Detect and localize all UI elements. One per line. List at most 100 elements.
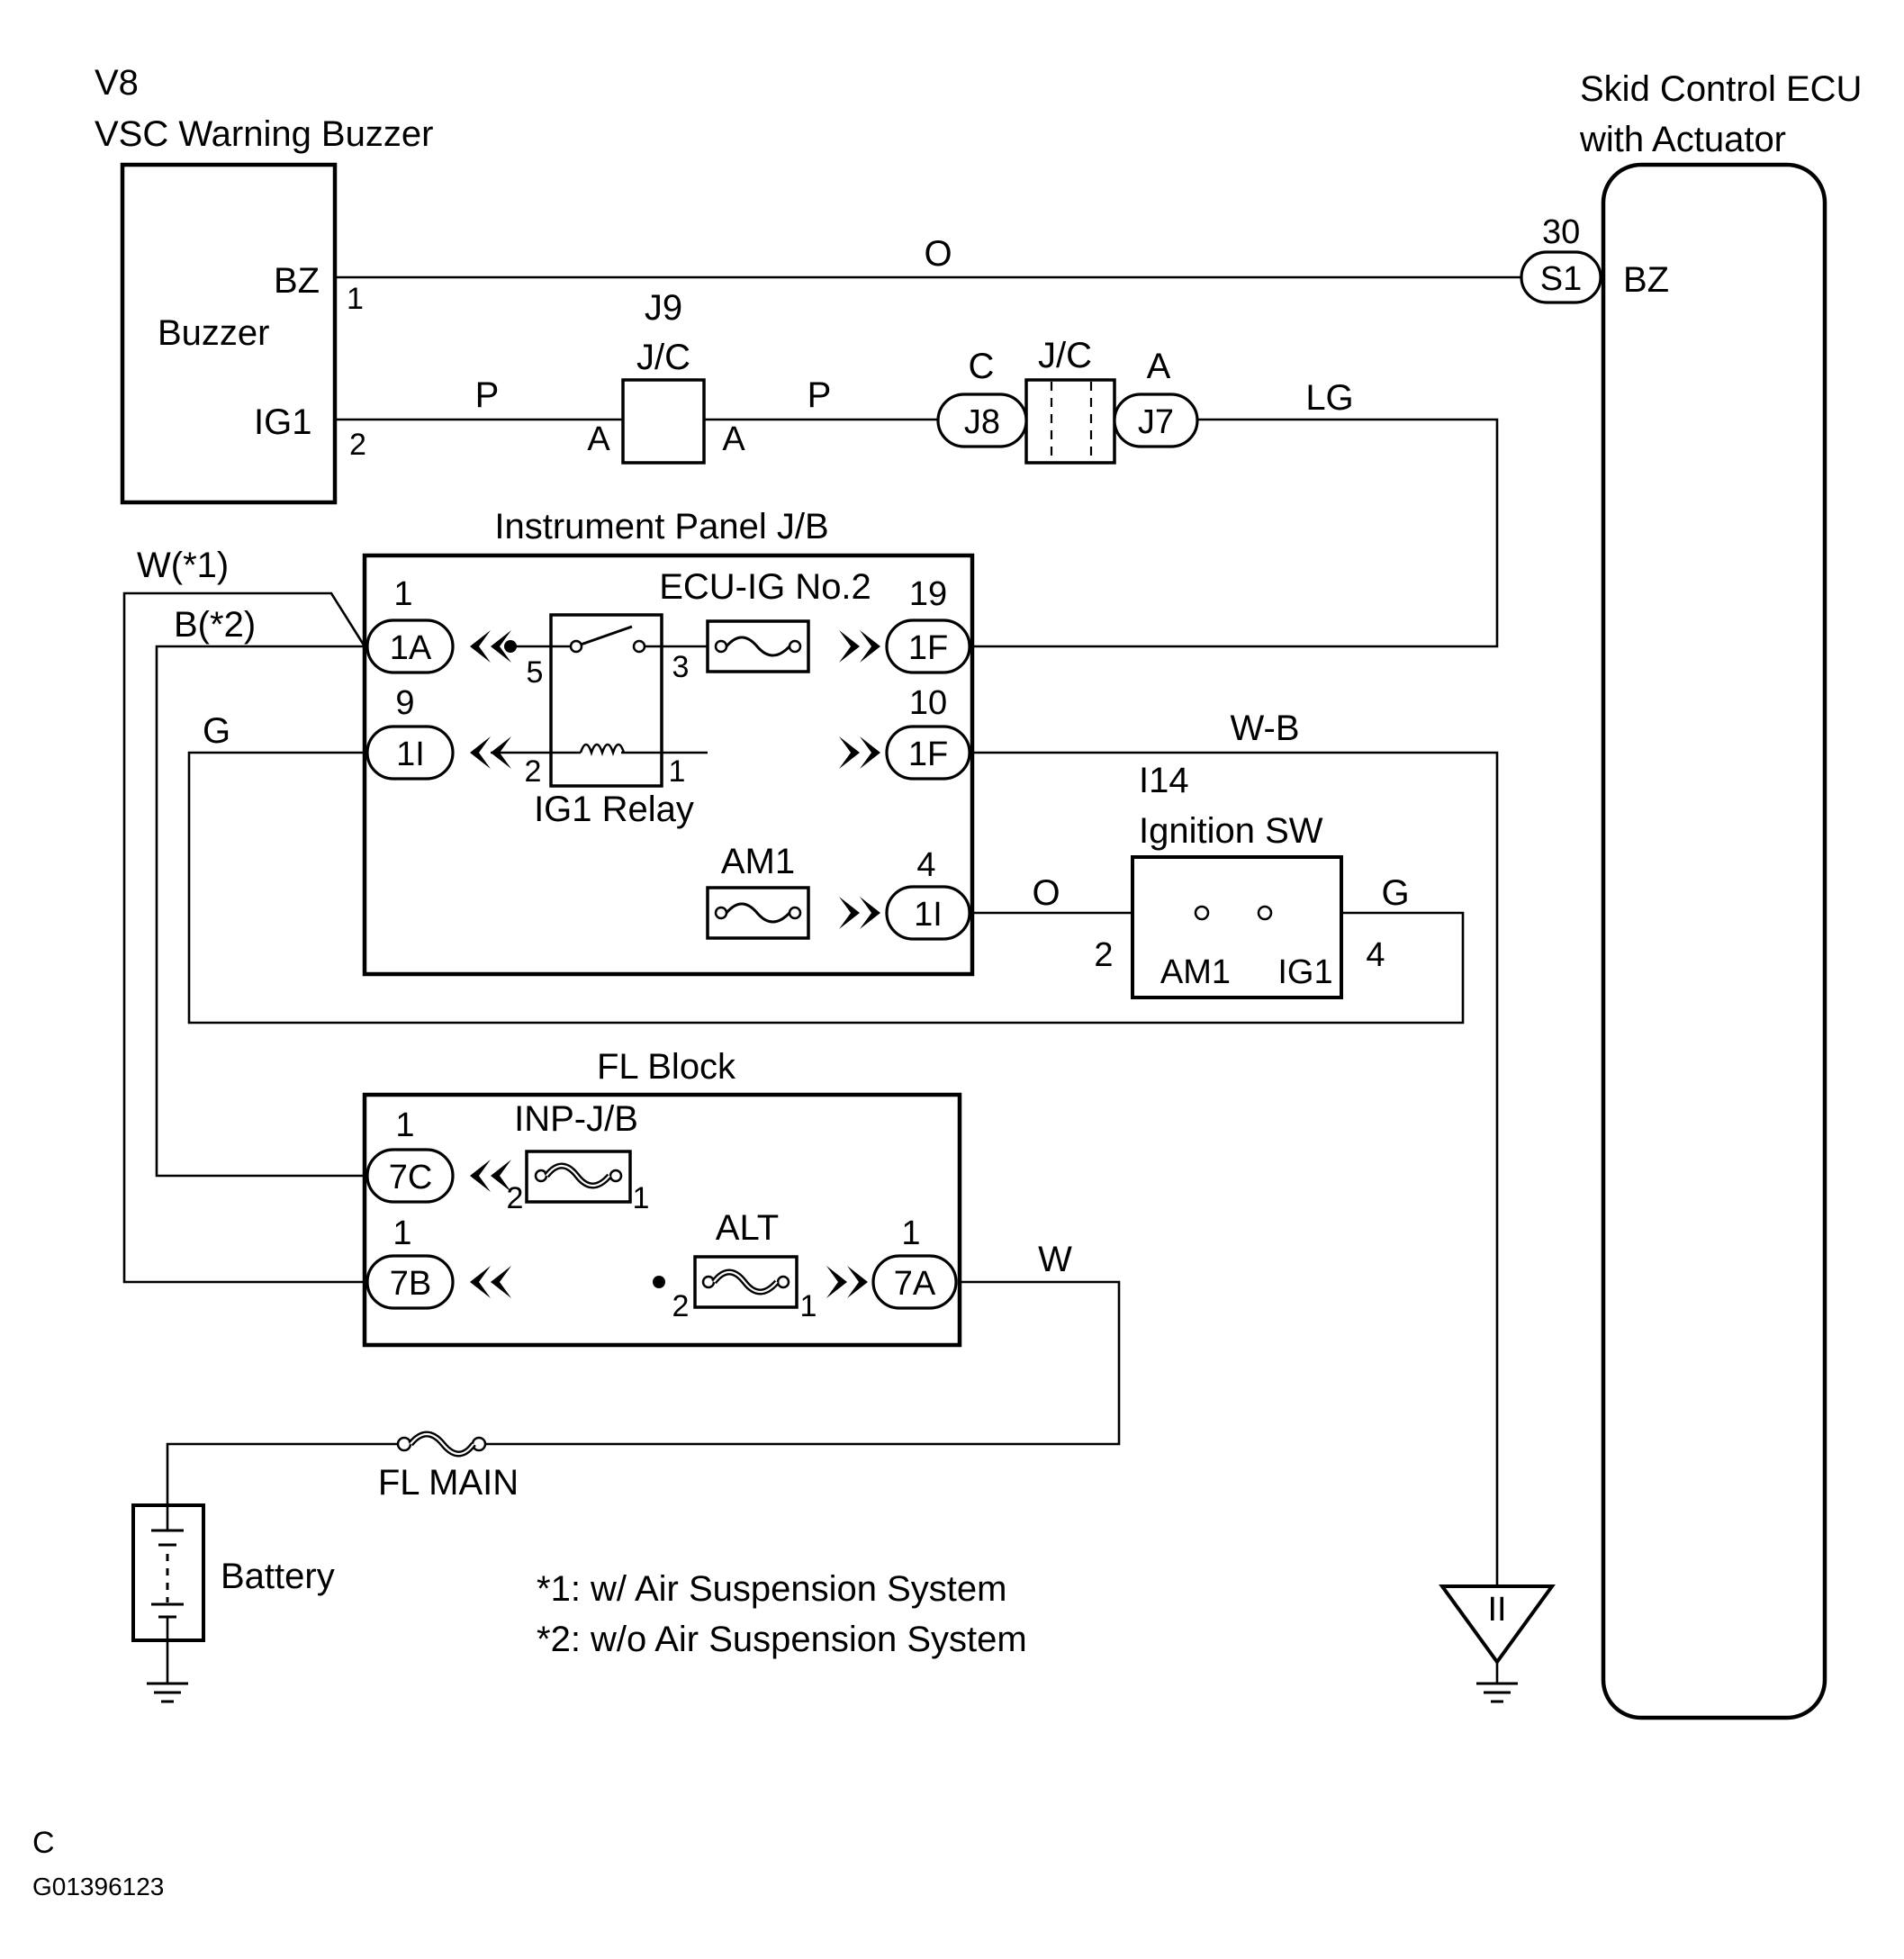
arrow-7b <box>470 1266 511 1298</box>
relay-pin-1: 1 <box>669 754 686 789</box>
wire-wb-ground <box>965 751 1499 1586</box>
fuse-inpjb-term-b <box>609 1169 623 1183</box>
flmain-term-a <box>396 1436 412 1452</box>
ignition-pin-left: 2 <box>1094 936 1113 974</box>
jc2-dashed-lines <box>1050 382 1093 461</box>
connector-7a-label: 7A <box>894 1265 936 1303</box>
flblock-box <box>362 1092 962 1348</box>
fuse-am1-label: AM1 <box>721 842 795 881</box>
j9-pin-left: A <box>587 420 610 458</box>
ecu-pin-no: 30 <box>1542 213 1580 251</box>
wire-p-lg-ig1 <box>335 418 1499 648</box>
ecu-pin-bz: BZ <box>1623 260 1669 300</box>
wire-label-g-right: G <box>1381 873 1409 913</box>
ecu-component: Skid Control ECU with Actuator 30 S1 BZ <box>1520 69 1862 1720</box>
fuse-am1-icon <box>725 902 791 924</box>
ecu-ground-icon <box>1476 1682 1518 1703</box>
ignition-am1: AM1 <box>1160 953 1231 991</box>
ecu-connector-label: S1 <box>1540 260 1582 298</box>
relay-pin-3: 3 <box>672 650 690 684</box>
battery-ground-icon <box>147 1682 188 1703</box>
connector-1f-top <box>885 618 971 674</box>
j9-box <box>621 378 706 465</box>
arrow-1a <box>470 630 511 663</box>
arrow-1f-top <box>839 630 880 663</box>
wire-label-p-left: P <box>475 375 500 415</box>
connector-1f-bot <box>885 725 971 781</box>
ipjb-1f-bot-pin: 10 <box>909 684 947 722</box>
j9-code: J9 <box>645 288 682 328</box>
j9-junction: J9 J/C A A <box>587 288 745 465</box>
ignition-contact-b <box>1257 905 1273 921</box>
note-1: *1: w/ Air Suspension System <box>537 1569 1006 1609</box>
fuse-ecuig-label: ECU-IG No.2 <box>659 567 871 607</box>
relay-coil-icon <box>579 743 626 756</box>
relay-pin-2: 2 <box>525 754 542 789</box>
flmain-term-b <box>471 1436 487 1452</box>
ignition-ig1: IG1 <box>1277 953 1332 991</box>
buzzer-code: V8 <box>95 63 139 103</box>
fl-main-fuse: FL MAIN <box>378 1431 519 1503</box>
footer-code: G01396123 <box>32 1873 164 1900</box>
connector-1i-right <box>885 885 971 941</box>
fl-block: FL Block 1 1 1 7C 7B 7A INP-J/B 2 1 ALT … <box>362 1047 962 1348</box>
relay-label: IG1 Relay <box>534 790 694 829</box>
buzzer-box <box>120 162 338 505</box>
ipjb-title: Instrument Panel J/B <box>494 507 828 546</box>
wire-w-flmain <box>484 1280 1121 1446</box>
relay-contact-b <box>632 639 646 654</box>
ipjb-1a-pin: 1 <box>393 575 412 613</box>
jc-j8-j7: J/C C A J8 J7 <box>936 336 1199 465</box>
instrument-panel-jb: Instrument Panel J/B 1 9 19 10 4 1A 1I 1… <box>362 507 975 977</box>
ipjb-1f-top-pin: 19 <box>909 575 947 613</box>
arrow-7a <box>826 1266 868 1298</box>
wire-label-w-star1: W(*1) <box>137 546 229 585</box>
flmain-label: FL MAIN <box>378 1463 519 1503</box>
arrow-1i-right <box>839 897 880 929</box>
ipjb-1i-right-pin: 4 <box>916 846 935 884</box>
battery-ground <box>147 1682 188 1703</box>
ignition-pin-right: 4 <box>1366 936 1385 974</box>
wire-label-g-left: G <box>203 711 230 751</box>
wire-g-loop <box>187 751 1465 1025</box>
connector-1f-top-label: 1F <box>908 629 948 667</box>
ignition-box <box>1131 855 1343 999</box>
ground-connector-label: II <box>1487 1591 1506 1629</box>
connector-7b-label: 7B <box>390 1265 431 1303</box>
wire-label-o-top: O <box>924 234 952 274</box>
footer-letter: C <box>32 1826 55 1860</box>
wire-w-star1 <box>122 591 371 1284</box>
connector-j7-label: J7 <box>1138 403 1174 441</box>
fuse-alt-term-b <box>776 1275 790 1289</box>
connector-j8-label: J8 <box>964 403 1000 441</box>
fuse-ecuig-term-b <box>788 639 802 654</box>
ground-connector-triangle <box>1439 1584 1556 1666</box>
connector-1a <box>365 618 455 674</box>
jc2-pin-right: A <box>1147 347 1171 386</box>
battery: Battery <box>131 1503 335 1642</box>
fuse-inpjb-term-a <box>534 1169 548 1183</box>
fuse-inpjb-pin1: 1 <box>633 1181 650 1215</box>
buzzer-pin-ig1-no: 2 <box>349 428 366 462</box>
ecu-title-line2: with Actuator <box>1579 120 1786 159</box>
buzzer-label: Buzzer <box>158 313 270 353</box>
wire-label-p-right: P <box>808 375 832 415</box>
relay-contact-a <box>569 639 583 654</box>
note-2: *2: w/o Air Suspension System <box>537 1620 1027 1659</box>
ipjb-1i-left-pin: 9 <box>395 684 414 722</box>
jc2-box <box>1024 378 1116 465</box>
buzzer-pin-bz: BZ <box>274 261 320 301</box>
j9-label: J/C <box>636 338 690 377</box>
connector-1i-right-label: 1I <box>914 896 943 934</box>
relay-switch-blade <box>580 625 633 646</box>
buzzer-component: V8 VSC Warning Buzzer Buzzer BZ 1 IG1 2 <box>95 63 433 505</box>
fuse-alt-icon-inner <box>713 1270 778 1294</box>
arrow-1f-bot <box>839 736 880 769</box>
wire-label-b-star2: B(*2) <box>174 605 256 645</box>
fuse-ecuig-icon <box>725 636 791 657</box>
connector-7a <box>871 1254 958 1310</box>
ipjb-box <box>362 553 975 977</box>
connector-7c <box>365 1148 455 1204</box>
relay-pin-5: 5 <box>527 655 544 690</box>
fuse-alt-pin1: 1 <box>800 1289 817 1323</box>
